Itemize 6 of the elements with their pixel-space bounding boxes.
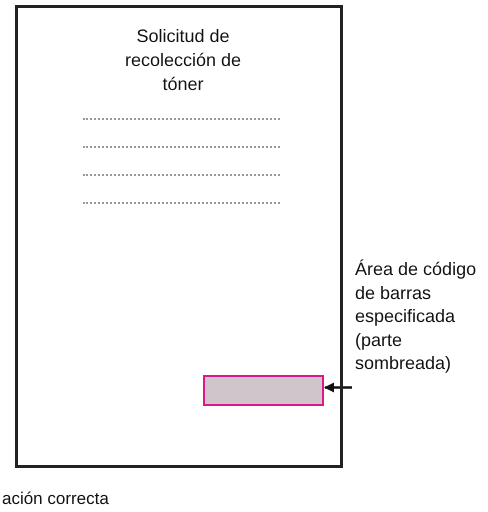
note-text: ación correcta <box>2 488 109 510</box>
arrow <box>324 382 352 392</box>
document-outline <box>15 5 343 468</box>
callout-text: Área de código de barras especificada (parte sombreada) <box>355 258 485 503</box>
document-title: Solicitud de recolección de tóner <box>124 25 242 96</box>
shaded-area <box>203 375 324 406</box>
